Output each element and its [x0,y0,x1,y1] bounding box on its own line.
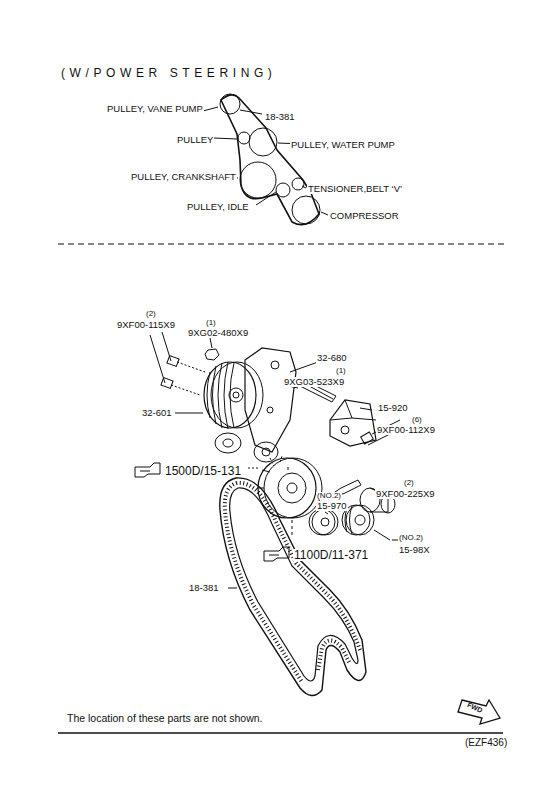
idler-tensioner [312,509,338,535]
pump-bracket [271,361,279,369]
crankshaft-pulley [287,483,297,493]
part-number: 15-920 [377,403,409,413]
pump-bracket [207,362,234,429]
idler-tensioner [355,515,365,525]
pump-bracket [223,439,233,447]
pump-bracket [267,407,273,413]
part-number: 15-970 [316,501,348,511]
callout-number: (1) [205,319,217,327]
part-number: 9XF00-112X9 [376,425,436,435]
idler-tensioner [309,509,335,535]
reference-icon [264,547,289,561]
part-label: PULLEY, VANE PUMP [106,104,204,114]
pump-bracket [175,413,203,414]
compressor-bracket [330,400,408,446]
rule [58,732,503,734]
compressor-bracket [330,400,376,420]
belt-layout [292,196,320,224]
part-number: 32-680 [316,353,348,363]
part-label: PULLEY, WATER PUMP [290,140,396,150]
bolts [167,356,179,367]
idler-tensioner [346,505,374,535]
drive-belt [220,478,366,696]
reference-icon [135,463,289,561]
fwd-mark: FWD [465,701,484,715]
part-number: 15-98X [398,545,431,555]
compressor-bracket [360,408,372,410]
callout-number: (1) [335,367,347,375]
pump-bracket [262,448,270,456]
crankshaft-pulley [264,458,322,518]
reference-icon [248,468,258,469]
pump-bracket [204,362,256,428]
part-number: 18-381 [188,583,220,593]
callout-number: (NO.2) [398,534,424,542]
part-number: 9XG02-480X9 [187,328,249,338]
part-label: PULLEY, IDLE [186,202,250,212]
pump-bracket [233,392,239,398]
drive-belt [228,588,237,589]
compressor-bracket [361,432,374,444]
part-number: 9XG03-523X9 [283,377,345,387]
reference: 1500D/15-131 [164,465,242,477]
bolts [150,332,171,383]
crankshaft-pulley [270,456,282,466]
reference: 1100D/11-371 [293,549,369,561]
callout-number: (2) [145,310,157,318]
compressor-bracket [341,426,349,434]
part-label: 18-381 [264,112,296,122]
crankshaft-pulley [278,473,306,503]
separator [58,244,505,245]
belt-layout [240,162,276,198]
bolts [205,349,219,360]
crankshaft-pulley [258,458,316,518]
callout-number: (NO.2) [316,492,342,500]
idler-tensioner [321,518,329,526]
figure-code: (EZF436) [464,738,508,748]
part-label: PULLEY [176,135,214,145]
part-number: 9XF00-225X9 [375,489,436,499]
compressor-bracket [330,400,376,446]
crankshaft-pulley [257,470,270,488]
idler-tensioner [374,530,398,540]
bolts [161,378,173,389]
drive-belt [220,478,366,696]
reference-icon [135,463,160,477]
belt-layout [238,132,250,144]
pump-bracket [245,348,296,452]
fwd-arrow [458,700,500,724]
crankshaft-pulley [288,466,292,538]
drive-belt [225,483,360,682]
pump-bracket [175,348,296,462]
pump-bracket [211,362,263,428]
pump-bracket [215,433,241,453]
callout-number: (6) [411,416,423,424]
part-number: 32-601 [141,408,173,418]
pump-bracket [254,442,278,462]
section-title: (W/POWER STEERING) [60,67,277,79]
note: The location of these parts are not show… [66,713,264,724]
idler-tensioner [325,512,328,514]
part-label: COMPRESSOR [329,211,400,221]
drive-belt [230,488,358,681]
pump-bracket [229,388,243,402]
part-label: PULLEY, CRANKSHAFT [130,172,237,182]
callout-number: (2) [403,479,415,487]
belt-layout [203,107,328,215]
bolts [171,362,205,395]
part-label: TENSIONER,BELT ‘V’ [307,184,403,194]
part-number: 9XF00-115X9 [116,320,176,330]
bolts [210,338,212,348]
